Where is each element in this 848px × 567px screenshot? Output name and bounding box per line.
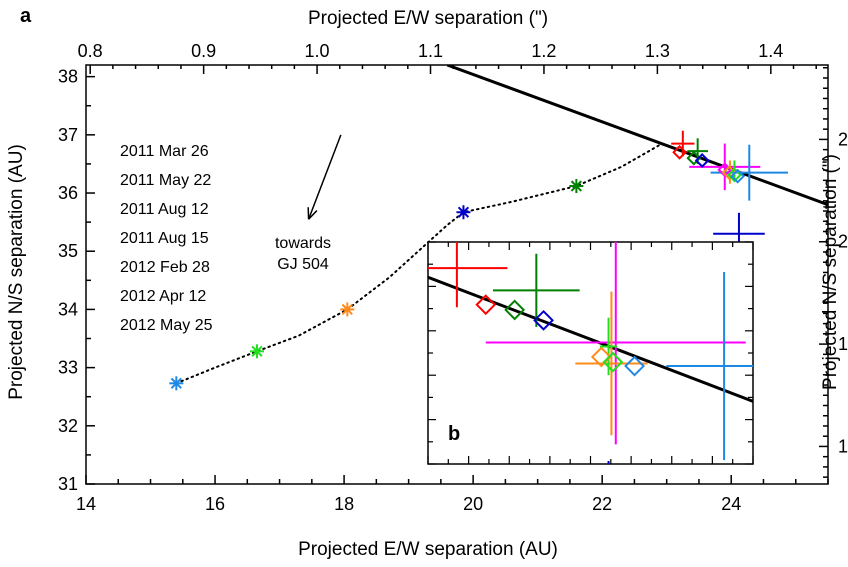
- x2-tick-label: 0.8: [78, 41, 103, 61]
- predicted-position-marker: [624, 355, 645, 377]
- inset-plot: [427, 241, 754, 465]
- y-tick-label: 36: [58, 183, 78, 203]
- legend-entry: 2012 May 25: [120, 317, 213, 334]
- y2-tick-label: 1.8: [838, 436, 848, 456]
- legend-entry: 2011 May 22: [120, 172, 211, 189]
- y-tick-label: 37: [58, 125, 78, 145]
- y-tick-label: 34: [58, 299, 78, 319]
- predicted-position-marker: [475, 294, 497, 316]
- y-tick-label: 32: [58, 416, 78, 436]
- predicted-position-marker: [533, 309, 554, 331]
- asterisk-stroke: [570, 180, 582, 192]
- x-tick-label: 20: [463, 494, 483, 514]
- predicted-position-marker: [686, 150, 702, 166]
- gj504-arrow-shaft: [307, 134, 342, 220]
- background-track: [175, 143, 662, 385]
- x-axis-title: Projected E/W separation (AU): [298, 539, 558, 560]
- y-tick-label: 35: [58, 241, 78, 261]
- x2-axis-title: Projected E/W separation ("): [308, 8, 548, 29]
- track-point-marker: [569, 179, 584, 194]
- x-tick-label: 16: [205, 494, 225, 514]
- x-tick-label: 18: [334, 494, 354, 514]
- y2-axis-title: Projected N/S separation ("): [820, 154, 841, 390]
- inset-data: [428, 242, 753, 464]
- legend-entry: 2012 Apr 12: [120, 288, 206, 305]
- track-point-marker: [340, 302, 355, 317]
- legend: 2011 Mar 26 2011 May 22 2011 Aug 12 2011…: [120, 143, 213, 334]
- legend-entry: 2011 Mar 26: [120, 143, 209, 160]
- track-point-marker: [169, 376, 184, 391]
- x-tick-label: 14: [76, 494, 96, 514]
- annotation-line-1: towards: [275, 235, 331, 252]
- track-point-marker: [456, 205, 471, 220]
- asterisk-stroke: [170, 377, 182, 389]
- predicted-position-marker: [504, 299, 526, 321]
- gj504-annotation: towards GJ 504: [275, 235, 331, 273]
- x2-tick-label: 1.1: [418, 41, 443, 61]
- orbit-line: [446, 65, 828, 207]
- x2-tick-label: 0.9: [191, 41, 216, 61]
- predicted-position-marker: [730, 168, 746, 184]
- x2-tick-label: 1.2: [531, 41, 556, 61]
- x-tick-label: 22: [592, 494, 612, 514]
- plot-frame: [85, 64, 829, 485]
- gj504-arrow-head: [308, 210, 318, 220]
- x2-tick-label: 1.4: [758, 41, 783, 61]
- legend-entry: 2011 Aug 12: [120, 201, 209, 218]
- y-tick-label: 31: [58, 474, 78, 494]
- asterisk-stroke: [341, 303, 353, 316]
- predicted-position-marker: [694, 153, 710, 168]
- predicted-position-marker: [727, 167, 742, 183]
- annotation-line-2: GJ 504: [277, 256, 329, 273]
- legend-entry: 2011 Aug 15: [120, 230, 209, 247]
- predicted-position-marker: [602, 351, 624, 373]
- panel-label-a: a: [20, 5, 32, 27]
- x2-tick-label: 1.3: [645, 41, 670, 61]
- panel-label-b: b: [448, 423, 460, 445]
- x2-tick-label: 1.0: [305, 41, 330, 61]
- y-tick-label: 33: [58, 358, 78, 378]
- predicted-position-marker: [590, 346, 612, 368]
- y2-tick-label: 2.1: [838, 129, 848, 149]
- asterisk-stroke: [457, 206, 470, 218]
- legend-entry: 2012 Feb 28: [120, 259, 210, 276]
- y-tick-label: 38: [58, 67, 78, 87]
- main-plot: 14 16 18 20 22 24 0.8 0.9 1.0 1.1 1.2 1.3 1.4 31 32 33 3…: [58, 41, 848, 514]
- track-point-marker: [249, 344, 264, 359]
- y2-tick-label: 1.9: [838, 334, 848, 354]
- asterisk-stroke: [251, 345, 263, 357]
- inset-frame: [427, 241, 754, 465]
- main-data: [169, 65, 828, 391]
- x-tick-label: 24: [721, 494, 741, 514]
- y-axis-title: Projected N/S separation (AU): [6, 144, 27, 400]
- y2-tick-label: 2.0: [838, 232, 848, 252]
- predicted-position-marker: [672, 144, 688, 160]
